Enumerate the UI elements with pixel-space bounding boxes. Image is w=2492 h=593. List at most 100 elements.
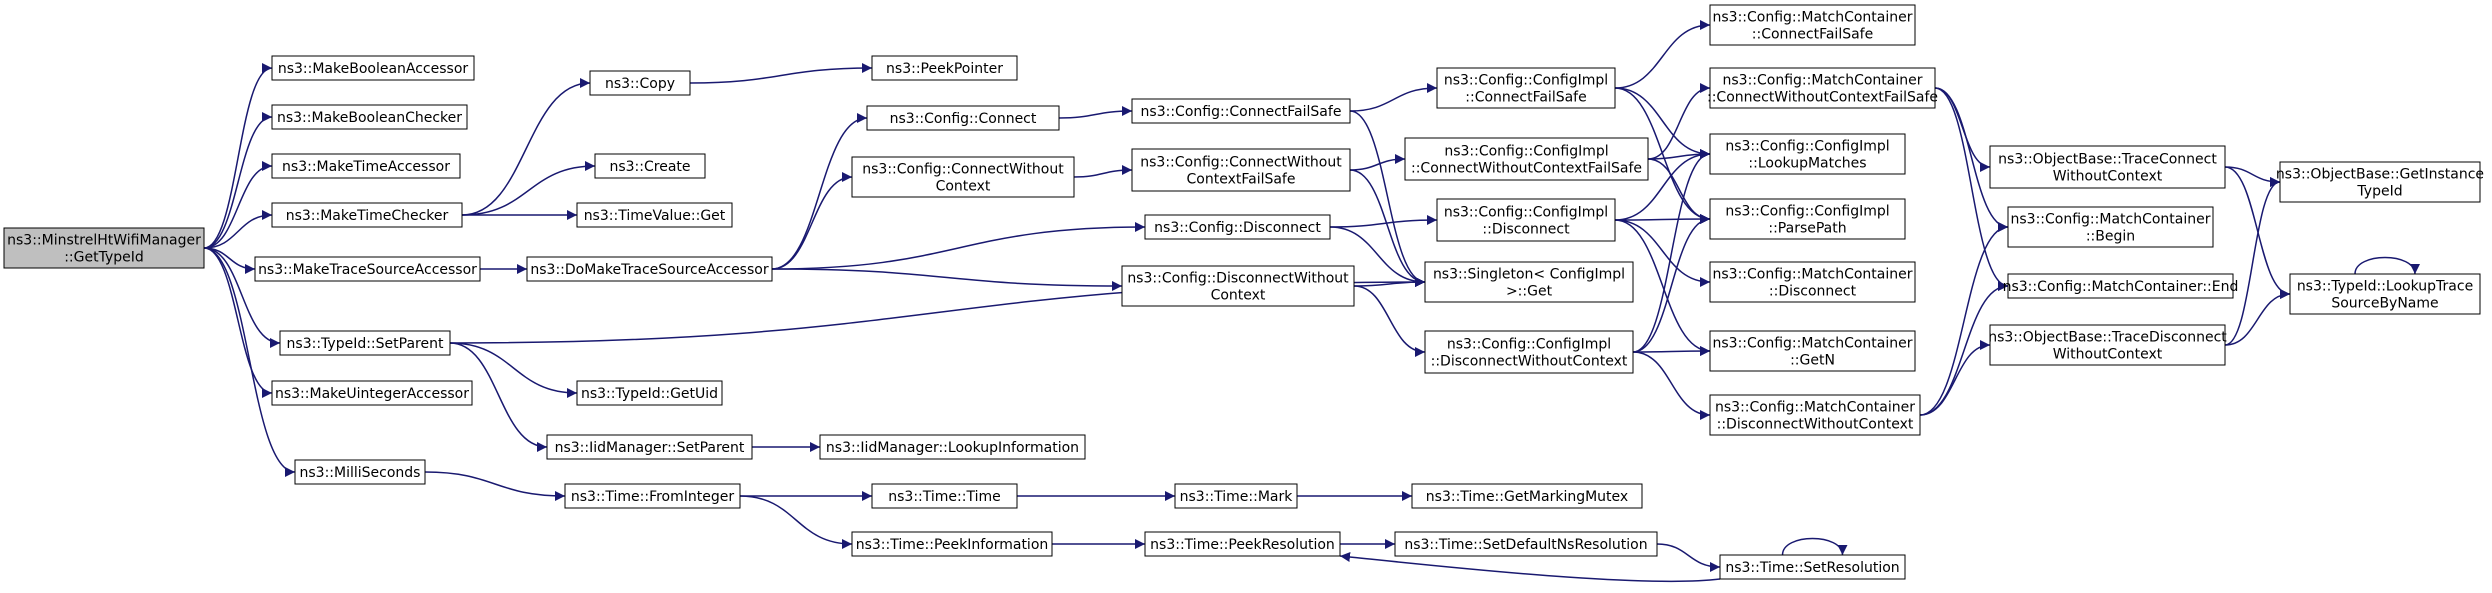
node-label: ::Begin (2086, 229, 2135, 245)
node-ciconnwcfs[interactable]: ns3::Config::ConfigImpl::ConnectWithoutC… (1404, 137, 1649, 181)
node-connwcfs[interactable]: ns3::Config::ConnectWithoutContextFailSa… (1131, 148, 1351, 192)
edge-connwcfs-to-ciconnwcfs (1349, 154, 1406, 171)
node-mktchk[interactable]: ns3::MakeTimeChecker (271, 202, 463, 228)
node-mcconnfs[interactable]: ns3::Config::MatchContainer::ConnectFail… (1709, 4, 1916, 46)
node-label: ns3::Time::SetResolution (1725, 560, 1899, 576)
node-cidisc[interactable]: ns3::Config::ConfigImpl::Disconnect (1436, 198, 1616, 242)
node-obtcwc[interactable]: ns3::ObjectBase::TraceConnectWithoutCont… (1989, 145, 2226, 189)
edge-mcconnwcfs-to-mcend (1934, 87, 2009, 291)
node-label: ns3::Singleton< ConfigImpl (1433, 267, 1625, 283)
edge-arrow (771, 172, 853, 270)
node-label: ::ConnectFailSafe (1465, 90, 1586, 106)
edge-root-to-setpar (203, 247, 281, 348)
node-ciconnfs[interactable]: ns3::Config::ConfigImpl::ConnectFailSafe (1436, 67, 1616, 109)
node-label: >::Get (1506, 284, 1553, 300)
edge-root-to-mkbacc (203, 63, 273, 249)
node-ttime[interactable]: ns3::Time::Time (871, 483, 1018, 509)
node-tvget[interactable]: ns3::TimeValue::Get (576, 202, 733, 228)
edge-setres-to-peekres (1339, 552, 1721, 583)
edge-arrow (1329, 226, 1426, 287)
node-label: ns3::Config::MatchContainer (1713, 267, 1913, 283)
node-singget[interactable]: ns3::Singleton< ConfigImpl>::Get (1424, 261, 1634, 303)
node-box (1144, 214, 1331, 240)
node-mktacc[interactable]: ns3::MakeTimeAccessor (271, 153, 461, 179)
node-mcbegin[interactable]: ns3::Config::MatchContainer::Begin (2007, 206, 2214, 248)
node-mcgetn[interactable]: ns3::Config::MatchContainer::GetN (1709, 330, 1916, 372)
edge-mktchk-to-create (461, 161, 596, 216)
node-mcconnwcfs[interactable]: ns3::Config::MatchContainer::ConnectWith… (1707, 67, 1938, 109)
node-root[interactable]: ns3::MinstrelHtWifiManager::GetTypeId (3, 227, 205, 269)
node-copy[interactable]: ns3::Copy (589, 70, 691, 96)
node-cidiscwc[interactable]: ns3::Config::ConfigImpl::DisconnectWitho… (1424, 330, 1634, 374)
edge-root-to-mkuacc (203, 247, 273, 398)
edge-arrow (1632, 346, 1711, 357)
node-mcdiscwc[interactable]: ns3::Config::MatchContainer::DisconnectW… (1709, 394, 1921, 436)
node-mkbchk[interactable]: ns3::MakeBooleanChecker (271, 104, 468, 130)
node-label: ns3::Time::FromInteger (571, 489, 734, 505)
node-create[interactable]: ns3::Create (594, 153, 706, 179)
edge-connwcfs-to-singget (1349, 169, 1426, 287)
edge-arrow (203, 247, 273, 398)
node-label: SourceByName (2331, 296, 2438, 312)
edge-domk-to-disc (771, 222, 1146, 270)
edge-layer (203, 20, 2420, 583)
node-mcend[interactable]: ns3::Config::MatchContainer::End (2003, 273, 2239, 299)
edge-ciconnfs-to-mcconnfs (1614, 20, 1711, 89)
node-peekptr[interactable]: ns3::PeekPointer (871, 55, 1018, 81)
edge-arrow (1329, 215, 1438, 228)
node-getuid[interactable]: ns3::TypeId::GetUid (576, 380, 723, 406)
node-box (1411, 483, 1643, 509)
edge-cidiscwc-to-mcgetn (1632, 346, 1711, 357)
edge-obtdwc-to-lookts (2224, 289, 2291, 346)
node-connfs[interactable]: ns3::Config::ConnectFailSafe (1131, 98, 1351, 124)
node-label: Context (936, 179, 991, 195)
node-domk[interactable]: ns3::DoMakeTraceSourceAccessor (526, 256, 773, 282)
node-connwc[interactable]: ns3::Config::ConnectWithoutContext (851, 156, 1075, 198)
edge-disc-to-singget (1329, 226, 1426, 287)
edge-connfs-to-ciconnfs (1349, 83, 1438, 112)
node-label: ns3::MakeUintegerAccessor (275, 386, 469, 402)
node-millis[interactable]: ns3::MilliSeconds (294, 459, 426, 485)
node-mark[interactable]: ns3::Time::Mark (1174, 483, 1298, 509)
node-label: ns3::MinstrelHtWifiManager (7, 233, 201, 249)
edge-arrow (203, 210, 273, 249)
node-cipp[interactable]: ns3::Config::ConfigImpl::ParsePath (1709, 198, 1906, 240)
node-label: ns3::TimeValue::Get (584, 208, 726, 224)
edge-setres-to-setres (1781, 537, 1848, 556)
node-peekres[interactable]: ns3::Time::PeekResolution (1144, 531, 1341, 557)
edge-domk-to-connwc (771, 172, 853, 270)
node-connect[interactable]: ns3::Config::Connect (866, 105, 1060, 131)
node-disc[interactable]: ns3::Config::Disconnect (1144, 214, 1331, 240)
node-discwc[interactable]: ns3::Config::DisconnectWithoutContext (1121, 265, 1355, 307)
node-label: ns3::Config::ConfigImpl (1444, 205, 1608, 221)
node-label: ::DisconnectWithoutContext (1717, 417, 1914, 433)
node-mkuacc[interactable]: ns3::MakeUintegerAccessor (271, 380, 473, 406)
node-setpar[interactable]: ns3::TypeId::SetParent (279, 330, 451, 356)
node-peekinf[interactable]: ns3::Time::PeekInformation (851, 531, 1053, 557)
node-label: ns3::Config::MatchContainer::End (2003, 279, 2239, 295)
edge-arrow (1656, 543, 1721, 572)
node-label: ns3::Config::ConnectFailSafe (1141, 104, 1342, 120)
node-label: WithoutContext (2053, 169, 2163, 185)
edge-cidisc-to-cilm (1614, 149, 1711, 221)
node-mktsa[interactable]: ns3::MakeTraceSourceAccessor (254, 256, 481, 282)
node-setdef[interactable]: ns3::Time::SetDefaultNsResolution (1394, 531, 1658, 557)
node-iidset[interactable]: ns3::IidManager::SetParent (546, 434, 753, 460)
node-cilm[interactable]: ns3::Config::ConfigImpl::LookupMatches (1709, 133, 1906, 175)
edge-arrow (449, 342, 548, 452)
node-setres[interactable]: ns3::Time::SetResolution (1719, 554, 1906, 580)
edge-arrow (2224, 166, 2291, 299)
node-mcdisc[interactable]: ns3::Config::MatchContainer::Disconnect (1709, 261, 1916, 303)
edge-arrow (1614, 219, 1711, 356)
node-iidlook[interactable]: ns3::IidManager::LookupInformation (819, 434, 1086, 460)
edge-arrow (1614, 87, 1711, 159)
node-fromint[interactable]: ns3::Time::FromInteger (564, 483, 741, 509)
node-label: ns3::PeekPointer (886, 61, 1003, 77)
node-box (851, 156, 1075, 198)
node-getmm[interactable]: ns3::Time::GetMarkingMutex (1411, 483, 1643, 509)
node-obtdwc[interactable]: ns3::ObjectBase::TraceDisconnectWithoutC… (1988, 324, 2227, 366)
node-mkbacc[interactable]: ns3::MakeBooleanAccessor (271, 55, 475, 81)
edge-arrow (1614, 149, 1711, 221)
